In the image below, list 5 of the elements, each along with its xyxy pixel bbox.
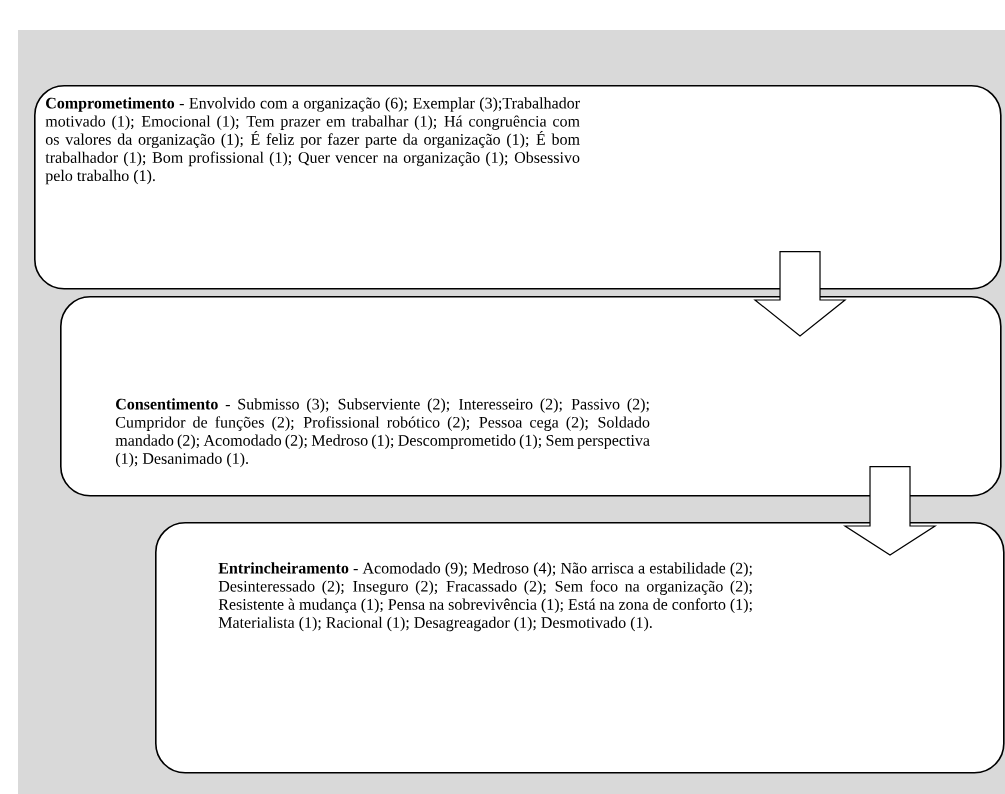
rounded-box: Comprometimento - Envolvido com a organização (6); Exemplar (3);Trabalhador motivado (1); Emocional (1); Tem prazer em trabalhar (1); Há congruência com os valores da organização (1); É feliz por fazer parte da organização (1); É bom trabalhador (1); Bom profissional (1); Quer vencer na organização (1); Obsessivo pelo trabalho (1). — [34, 85, 1002, 290]
rounded-box: Consentimento - Submisso (3); Subserviente (2); Interesseiro (2); Passivo (2); Cumpridor de funções (2); Profissional robótico (2); Pessoa cega (2); Soldado mandado (2); Acomodado (2); Medroso (1); Descomprometido (1); Sem perspectiva (1); Desanimado (1). — [60, 296, 1002, 497]
block-arrow — [753, 251, 847, 337]
rounded-box: Entrincheiramento - Acomodado (9); Medroso (4); Não arrisca a estabilidade (2); Desinteressado (2); Inseguro (2); Fracassado (2); Sem foco na organização (2); Resistente à mudança (1); Pensa na sobrevivência (1); Está na zona de conforto (1); Materialista (1); Racional (1); Desagreagador (1); Desmotivado (1). — [155, 522, 1005, 774]
block-arrow — [842, 466, 938, 556]
